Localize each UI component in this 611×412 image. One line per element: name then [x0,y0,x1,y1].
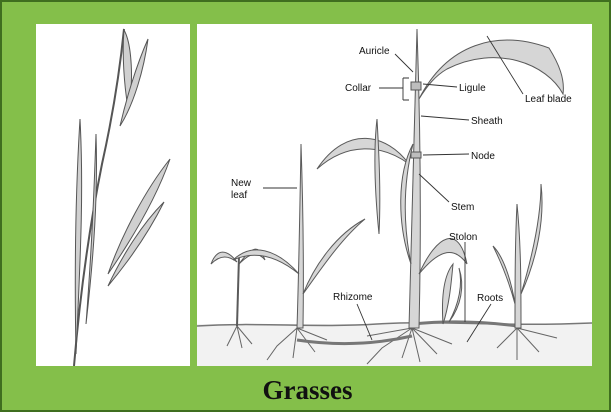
node-band [411,152,421,158]
leaf-blade-main [419,40,563,99]
label-stolon: Stolon [449,232,477,243]
new-leaf-shoot [297,144,303,328]
spikelet-middle [108,159,170,274]
new-leaf-right-leaf [303,219,365,294]
collar-band [411,82,421,90]
label-stem: Stem [451,202,474,213]
right-plant-leaf [521,184,542,294]
node-leader [423,154,469,155]
stolon-plant-leaf [442,264,453,324]
grass-anatomy-panel: Auricle Collar Ligule Leaf blade Sheath … [197,24,592,366]
grass-seedhead-illustration [36,24,190,366]
main-stem [409,29,420,328]
label-roots: Roots [477,293,503,304]
grass-seedhead-panel [36,24,190,366]
label-auricle: Auricle [359,46,390,57]
new-leaf-side-leaf [233,250,299,274]
curl-leaf [419,239,467,274]
label-rhizome: Rhizome [333,292,373,303]
label-collar: Collar [345,83,372,94]
arching-leaf-left [317,138,409,169]
label-leaf-blade: Leaf blade [525,94,572,105]
stem-leader [419,174,449,202]
label-node: Node [471,151,495,162]
auricle-leader [395,54,413,72]
label-ligule: Ligule [459,83,486,94]
figure-caption: Grasses [2,370,611,410]
collar-bracket [379,78,409,100]
left-plant-stem [237,256,239,326]
grass-anatomy-diagram: Auricle Collar Ligule Leaf blade Sheath … [197,24,592,366]
label-new-leaf-line2: leaf [231,190,247,201]
label-sheath: Sheath [471,116,503,127]
label-new-leaf-line1: New [231,178,252,189]
sheath-leader [421,116,469,120]
blade-cross [375,119,380,234]
right-plant-stem [515,204,521,328]
left-plant-leaf [211,252,237,264]
